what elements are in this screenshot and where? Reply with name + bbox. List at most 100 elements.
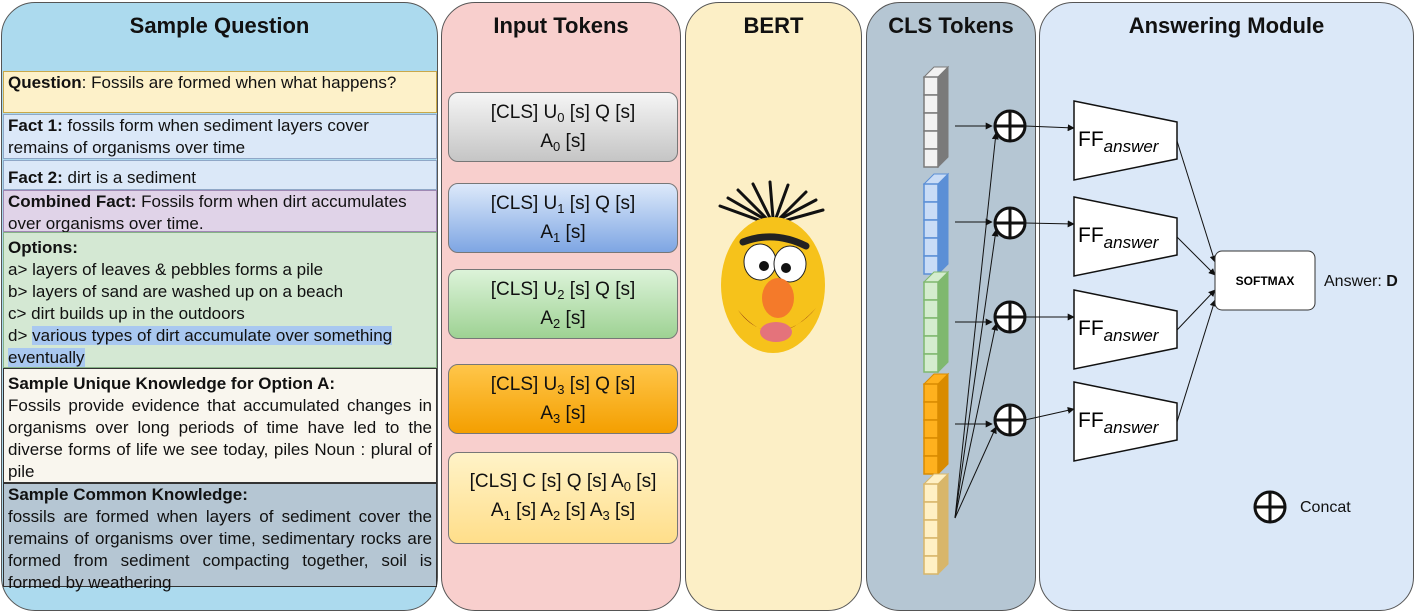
common-text: fossils are formed when layers of sedime…	[8, 507, 432, 592]
token-subscript: 0	[553, 139, 561, 154]
token-text: [CLS] U	[490, 374, 558, 395]
token-text: [CLS] U	[490, 279, 558, 300]
token-subscript: 0	[623, 479, 632, 494]
panel-title-input: Input Tokens	[493, 13, 629, 38]
panel-title-bert: BERT	[743, 13, 804, 38]
token-text: [s]	[631, 471, 657, 492]
input-token-box-0: [CLS] U0 [s] Q [s] A0 [s]	[448, 92, 678, 162]
answer-label-text: Answer:	[1324, 273, 1387, 290]
options-label: Options:	[8, 238, 78, 257]
softmax-box: SOFTMAX	[1214, 250, 1316, 311]
cube-front	[923, 148, 939, 168]
cube-front	[923, 519, 939, 539]
option-b: b> layers of sand are washed up on a bea…	[8, 282, 344, 301]
arrow-ff-to-softmax	[1176, 289, 1216, 331]
token-text: A	[540, 222, 554, 243]
common-knowledge-box: Sample Common Knowledge: fossils are for…	[3, 483, 437, 592]
cube-front	[923, 237, 939, 257]
arrow-ff-to-softmax	[1176, 236, 1216, 276]
token-text: [s]	[560, 403, 586, 424]
cube-front	[923, 281, 939, 301]
token-subscript: 3	[557, 382, 565, 397]
token-text: A	[540, 308, 554, 329]
concat-symbol-1	[993, 206, 1027, 240]
cls-stack-blue	[922, 172, 950, 276]
token-subscript: 0	[557, 110, 565, 125]
unique-label: Sample Unique Knowledge for Option A:	[8, 374, 336, 393]
combined-text: Fossils form when dirt accumulates over …	[8, 192, 407, 233]
cube-front	[923, 419, 939, 439]
token-subscript: 2	[553, 316, 561, 331]
concat-symbol-3	[993, 403, 1027, 437]
concat-symbol-2	[993, 300, 1027, 334]
question-label: Question	[8, 73, 82, 92]
token-subscript: 3	[602, 508, 610, 523]
ff-subscript: answer	[1104, 326, 1160, 345]
token-subscript: 2	[557, 287, 565, 302]
cube-front	[923, 335, 939, 355]
token-text: A	[540, 403, 554, 424]
common-label: Sample Common Knowledge:	[8, 485, 248, 504]
answer-value: D	[1386, 273, 1398, 290]
options-box: Options: a> layers of leaves & pebbles f…	[3, 232, 437, 368]
concat-legend-icon	[1253, 490, 1287, 524]
token-text: [s] A	[560, 500, 603, 521]
arrow-common-to-concat	[954, 426, 997, 519]
token-text: [CLS] U	[490, 102, 558, 123]
bert-puppet-icon	[718, 180, 825, 353]
concat-symbol-0	[993, 109, 1027, 143]
token-text: [CLS] U	[490, 193, 558, 214]
option-d: d> various types of dirt accumulate over…	[8, 325, 432, 369]
cube-front	[923, 317, 939, 337]
ff-answer-block-1: FFanswer	[1073, 196, 1178, 277]
token-text: A	[540, 131, 554, 152]
cls-stack-green	[922, 270, 950, 374]
token-subscript: 3	[553, 411, 561, 426]
combined-fact-box: Combined Fact: Fossils form when dirt ac…	[3, 190, 437, 233]
ff-trapezoid	[1073, 100, 1178, 181]
token-text: [s] Q [s]	[564, 102, 636, 123]
combined-label: Combined Fact:	[8, 192, 137, 211]
input-token-box-common: [CLS] C [s] Q [s] A0 [s] A1 [s] A2 [s] A…	[448, 452, 678, 544]
cube-front	[923, 483, 939, 503]
option-c: c> dirt builds up in the outdoors	[8, 304, 245, 323]
token-text: [s] Q [s]	[564, 193, 636, 214]
fact2-text: dirt is a sediment	[62, 168, 197, 187]
cube-front	[923, 383, 939, 403]
concat-symbols	[993, 109, 1027, 437]
cls-stack-yellow	[922, 472, 950, 576]
arrow-concat-to-ff	[1024, 124, 1075, 132]
arrow-common-to-concat	[954, 132, 999, 519]
panel-title-answering: Answering Module	[1128, 13, 1325, 38]
cube-front	[923, 94, 939, 114]
input-token-box-2: [CLS] U2 [s] Q [s] A2 [s]	[448, 269, 678, 339]
ff-subscript: answer	[1104, 418, 1160, 437]
cube-front	[923, 437, 939, 457]
answer-label: Answer: D	[1324, 273, 1398, 291]
token-subscript: 1	[557, 201, 565, 216]
ff-trapezoid	[1073, 289, 1178, 370]
cube-front	[923, 555, 939, 575]
panel-title-sample: Sample Question	[129, 13, 310, 38]
arrow-ff-to-softmax	[1176, 140, 1217, 263]
panel-title-cls: CLS Tokens	[888, 13, 1014, 38]
unique-knowledge-box: Sample Unique Knowledge for Option A: Fo…	[3, 368, 437, 483]
ff-subscript: answer	[1104, 233, 1160, 252]
cube-front	[923, 201, 939, 221]
arrow-concat-to-ff	[1024, 406, 1075, 421]
cube-front	[923, 455, 939, 475]
cls-stack-orange	[922, 372, 950, 476]
token-text: [s] Q [s]	[564, 279, 636, 300]
cube-front	[923, 353, 939, 373]
input-token-box-3: [CLS] U3 [s] Q [s] A3 [s]	[448, 364, 678, 434]
fact1-label: Fact 1:	[8, 116, 63, 135]
token-text: [s]	[560, 222, 586, 243]
token-text: [s] A	[510, 500, 554, 521]
token-text: [CLS] C [s] Q [s] A	[469, 471, 624, 492]
concat-legend-label: Concat	[1300, 499, 1351, 516]
token-subscript: 2	[553, 508, 561, 523]
cube-front	[923, 219, 939, 239]
unique-text: Fossils provide evidence that accumulate…	[8, 396, 432, 481]
cls-token-stacks	[922, 65, 950, 576]
